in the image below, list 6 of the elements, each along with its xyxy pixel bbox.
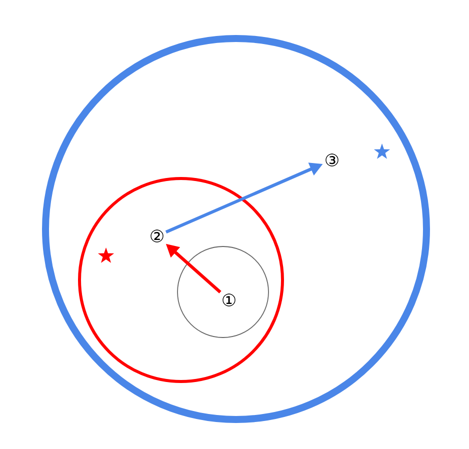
inner-circle [177, 246, 269, 338]
circled-number: ③ [326, 154, 338, 166]
middle-circle [78, 177, 284, 383]
circled-number: ② [150, 230, 164, 242]
outer-circle [42, 35, 430, 423]
circled-number: ① [222, 294, 236, 306]
